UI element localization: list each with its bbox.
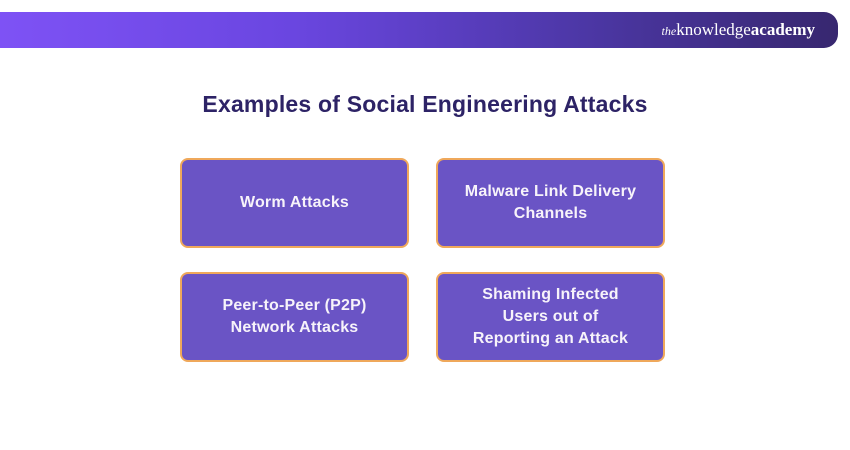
brand-logo: theknowledgeacademy [662,21,815,40]
card-label-line: Worm Attacks [239,194,350,211]
card-label-line: Users out of [502,308,599,325]
card-label-line: Reporting an Attack [472,330,629,347]
card-label-line: Shaming Infected [482,286,619,303]
card-label-line: Network Attacks [230,319,359,336]
card-shaming-infected-users: Shaming Infected Users out of Reporting … [436,272,665,362]
brand-logo-academy: academy [750,19,815,39]
card-label-line: Peer-to-Peer (P2P) [222,297,367,314]
card-p2p-network-attacks: Peer-to-Peer (P2P) Network Attacks [180,272,409,362]
card-worm-attacks: Worm Attacks [180,158,409,248]
header-bar: theknowledgeacademy [0,12,838,48]
brand-logo-the: the [661,23,677,38]
card-malware-link-delivery-channels: Malware Link Delivery Channels [436,158,665,248]
card-label-line: Malware Link Delivery [464,183,637,200]
page-title: Examples of Social Engineering Attacks [202,91,648,117]
card-label-line: Channels [513,205,588,222]
brand-logo-knowledge: knowledge [676,19,751,39]
cards-grid: Worm Attacks Malware Link Delivery Chann… [180,158,665,362]
